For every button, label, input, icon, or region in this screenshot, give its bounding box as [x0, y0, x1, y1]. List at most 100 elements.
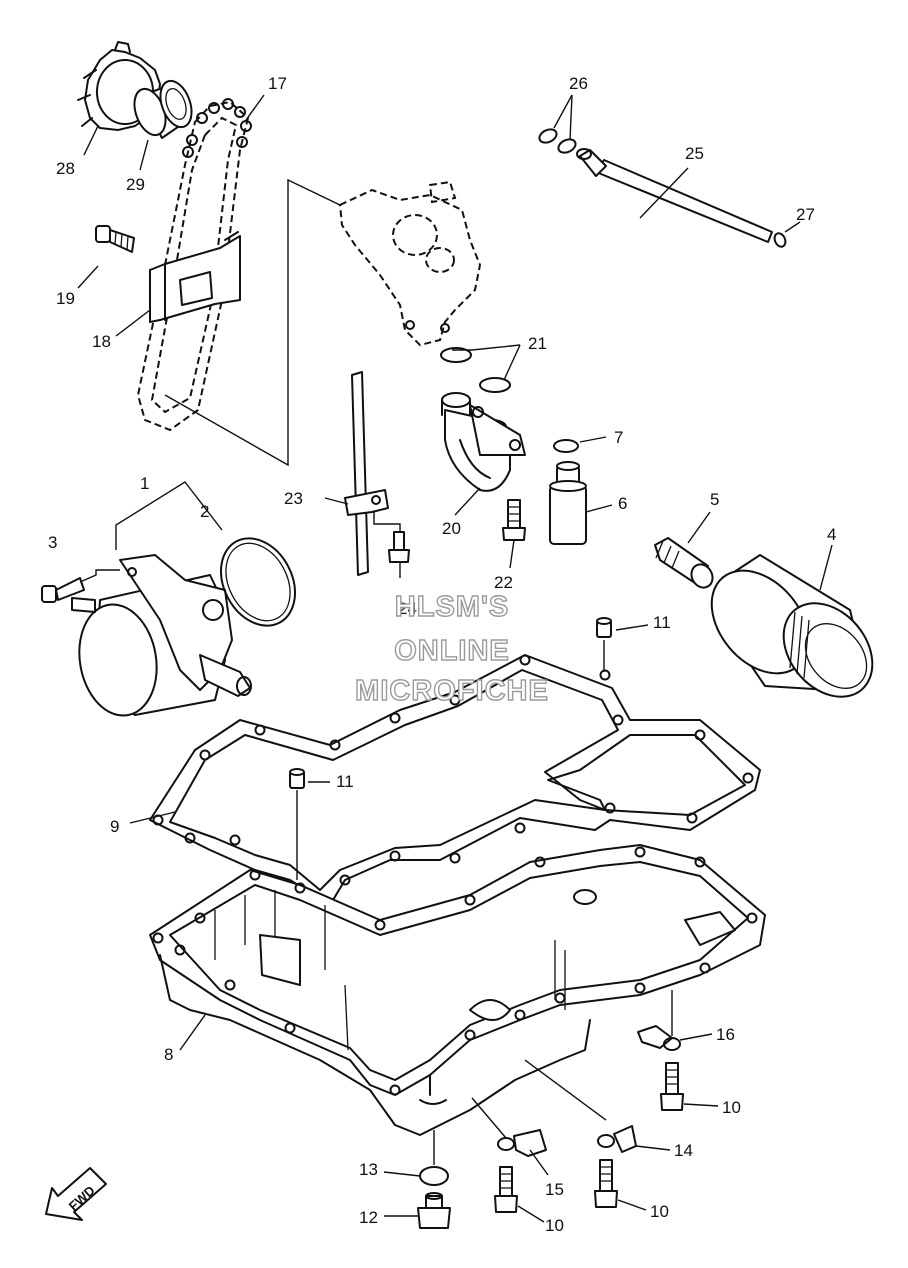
o-ring-part-21b [479, 377, 511, 393]
label-part-18: 18 [92, 332, 111, 351]
clamp-part-15 [497, 1129, 547, 1157]
gasket-bolt-hole [329, 739, 341, 751]
pan-bolt-hole [389, 1084, 401, 1096]
clamp-part-16 [637, 1025, 681, 1051]
gasket-bolt-hole [199, 749, 211, 761]
pan-bolt-hole [174, 944, 186, 956]
gasket-bolt-hole [339, 874, 351, 886]
watermark: HLSM'S ONLINE MICROFICHE [354, 590, 548, 707]
gasket-bolt-hole [389, 712, 401, 724]
label-part-9: 9 [110, 817, 119, 836]
label-part-21: 21 [528, 334, 547, 353]
bolt-part-10b [494, 1166, 518, 1213]
label-part-11a: 11 [653, 613, 671, 632]
fwd-arrow-icon: FWD [45, 1167, 107, 1221]
label-part-12: 12 [359, 1208, 378, 1227]
gasket-bolt-hole [612, 714, 624, 726]
o-ring-part-21a [440, 347, 472, 363]
label-part-28: 28 [56, 159, 75, 178]
gasket-part-13 [419, 1166, 449, 1186]
label-part-24: 24 [398, 599, 417, 618]
gasket-bolt-hole [514, 822, 526, 834]
pipe-part-25 [576, 148, 773, 243]
label-part-3: 3 [48, 533, 57, 552]
label-part-10b: 10 [545, 1216, 564, 1235]
leader-lines [77, 94, 833, 1223]
pan-bolt-hole [224, 979, 236, 991]
pan-bolt-hole [694, 856, 706, 868]
o-ring-part-7 [553, 439, 579, 453]
bolt-part-22 [502, 499, 526, 541]
gasket-bolt-hole [184, 832, 196, 844]
label-part-10c: 10 [650, 1202, 669, 1221]
pan-bolt-hole [284, 1022, 296, 1034]
oil-pan-part-8 [149, 844, 766, 1136]
gasket-bolt-hole [604, 802, 616, 814]
pan-bolt-hole [634, 846, 646, 858]
label-part-8: 8 [164, 1045, 173, 1064]
label-part-2: 2 [200, 502, 209, 521]
o-ring-part-27 [773, 232, 787, 248]
pan-bolt-hole [464, 894, 476, 906]
pan-bolt-hole [634, 982, 646, 994]
pan-bolt-hole [554, 992, 566, 1004]
pan-bolt-hole [464, 1029, 476, 1041]
oil-pipe-part-20 [441, 392, 526, 492]
dowel-part-11a [596, 617, 612, 638]
cam-chain-part-17 [136, 98, 252, 432]
o-ring-part-26a [538, 128, 558, 144]
label-part-27: 27 [796, 205, 815, 224]
o-ring-part-2 [220, 537, 296, 627]
union-part-6 [549, 461, 587, 545]
label-part-5: 5 [710, 490, 719, 509]
bolt-part-24 [388, 531, 410, 563]
gasket-bolt-hole [254, 724, 266, 736]
label-part-22: 22 [494, 573, 513, 592]
label-part-6: 6 [618, 494, 627, 513]
watermark-line-1: HLSM'S [395, 591, 509, 623]
label-part-1: 1 [140, 474, 149, 493]
pan-bolt-hole [152, 932, 164, 944]
label-part-14: 14 [674, 1141, 693, 1160]
label-part-25: 25 [685, 144, 704, 163]
bolt-part-10c [594, 1159, 618, 1208]
label-part-17: 17 [268, 74, 287, 93]
chain-guide-part-18 [149, 231, 241, 323]
pan-bolt-hole [534, 856, 546, 868]
dipstick-part-23 [344, 371, 389, 576]
oil-pump-reference [338, 180, 482, 347]
label-part-16: 16 [716, 1025, 735, 1044]
pan-bolt-hole [746, 912, 758, 924]
bolt-part-19 [95, 225, 135, 253]
bolt-part-10a [660, 1062, 684, 1111]
label-part-15: 15 [545, 1180, 564, 1199]
oil-filter-part-4 [710, 554, 874, 698]
label-part-29: 29 [126, 175, 145, 194]
gasket-bolt-hole [229, 834, 241, 846]
dowel-part-11b [289, 768, 305, 789]
pan-bolt-hole [374, 919, 386, 931]
gasket-bolt-hole [694, 729, 706, 741]
label-part-26: 26 [569, 74, 588, 93]
bolt-part-3 [41, 577, 85, 603]
gasket-bolt-hole [449, 852, 461, 864]
label-part-23: 23 [284, 489, 303, 508]
bearing-part-29 [133, 79, 193, 139]
drain-bolt-part-12 [417, 1192, 451, 1229]
pan-bolt-hole [194, 912, 206, 924]
pan-bolt-hole [699, 962, 711, 974]
oil-cooler-part-1 [71, 554, 252, 717]
gasket-bolt-hole [519, 654, 531, 666]
pan-bolt-hole [514, 1009, 526, 1021]
gasket-bolt-hole [686, 812, 698, 824]
gasket-bolt-hole [742, 772, 754, 784]
union-bolt-part-5 [654, 537, 714, 589]
label-part-13: 13 [359, 1160, 378, 1179]
pan-bolt-hole [249, 869, 261, 881]
o-ring-part-26b [557, 138, 577, 154]
label-part-11b: 11 [336, 772, 354, 791]
label-part-10a: 10 [722, 1098, 741, 1117]
gasket-bolt-hole [449, 694, 461, 706]
pan-bolt-hole [294, 882, 306, 894]
clamp-part-14 [597, 1125, 637, 1153]
